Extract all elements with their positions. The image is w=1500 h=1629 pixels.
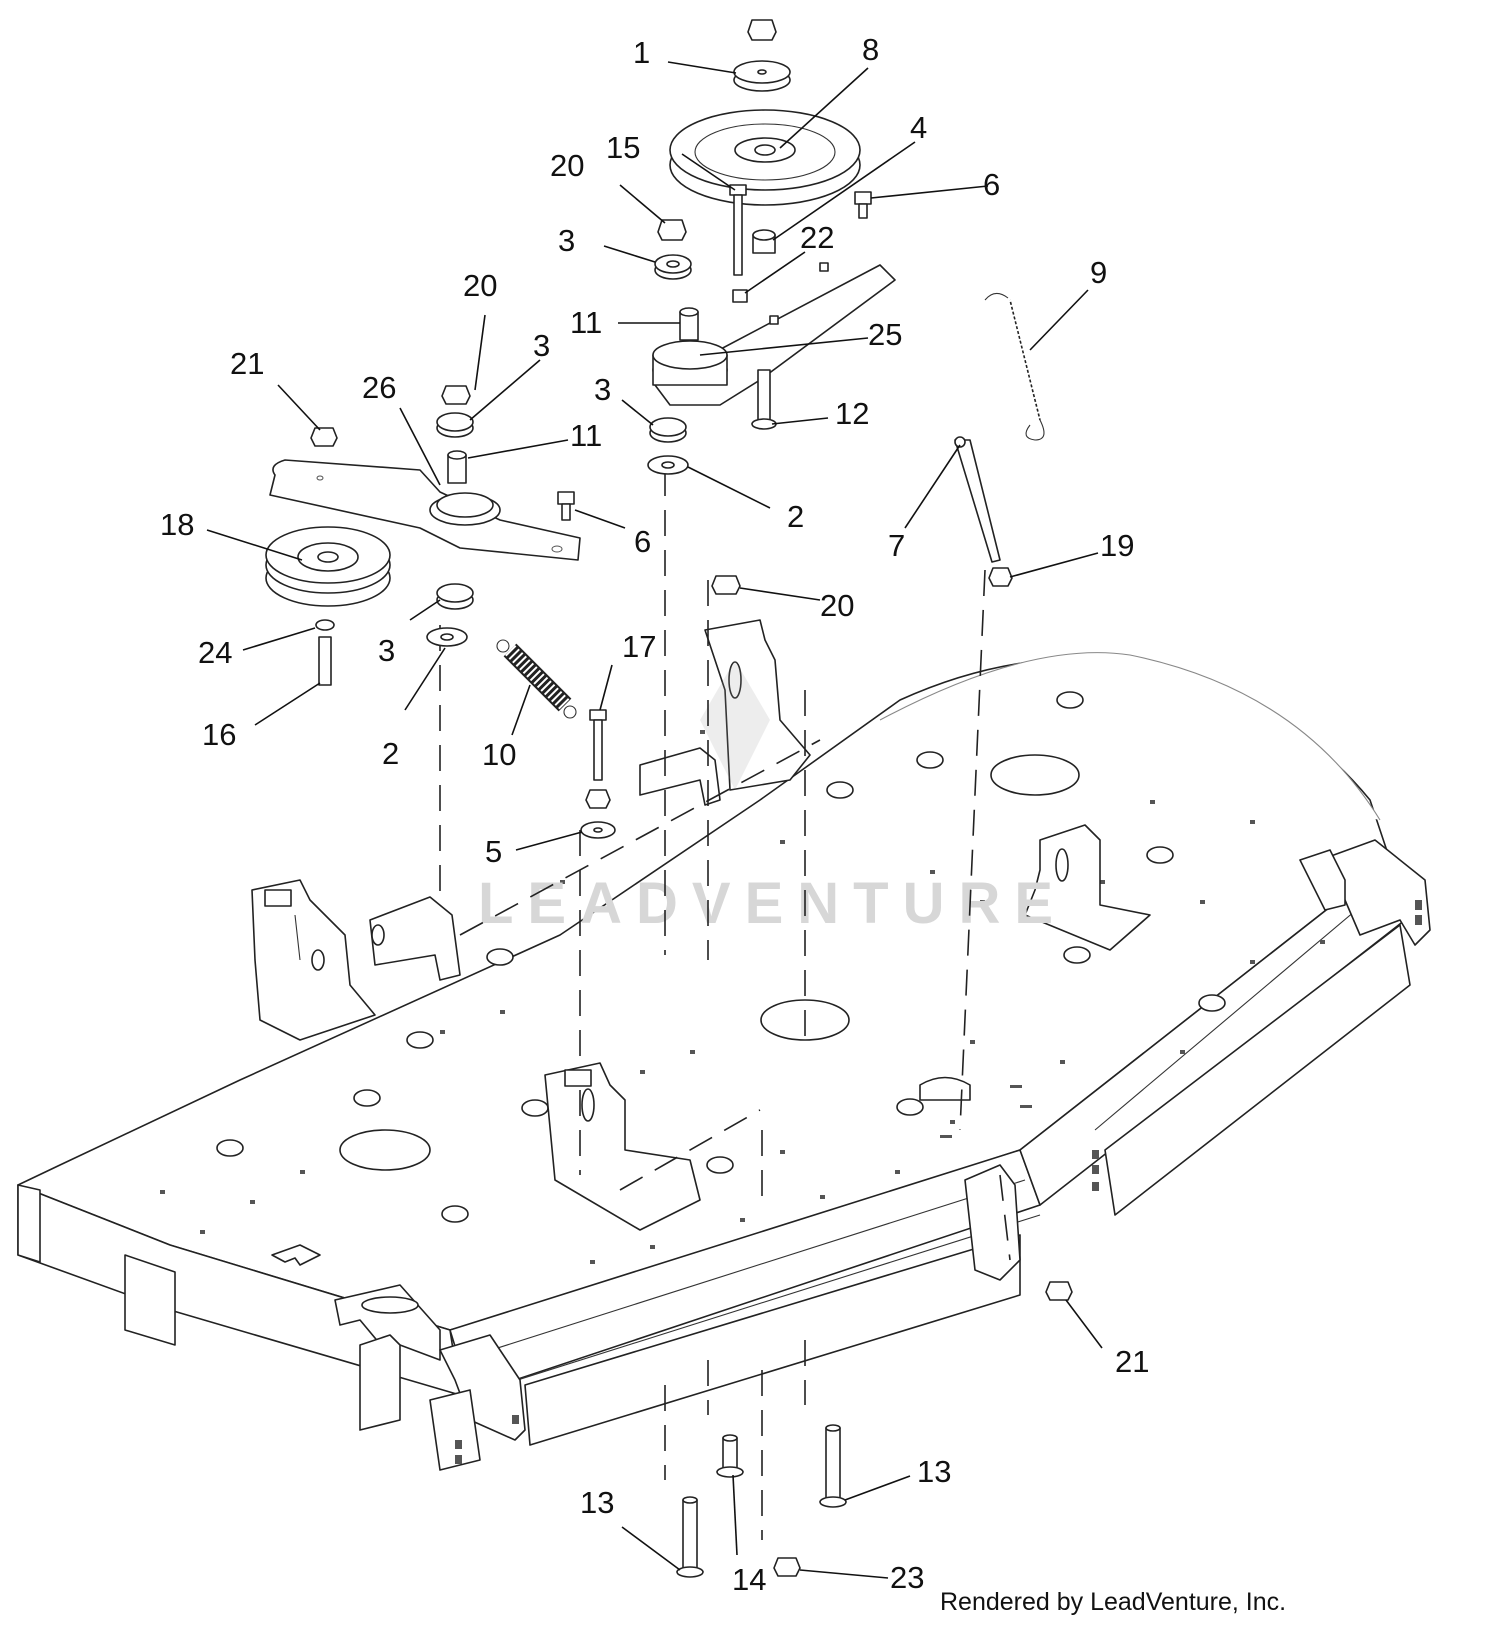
callout-21: 21 (230, 346, 264, 381)
callout-3: 3 (594, 372, 611, 407)
callout-10: 10 (482, 737, 516, 772)
watermark-logo (700, 660, 770, 790)
spacer-11-right (679, 307, 699, 341)
callout-16: 16 (202, 717, 236, 752)
callout-1: 1 (633, 35, 650, 70)
bolt-6-left (557, 491, 575, 521)
callout-13: 13 (917, 1454, 951, 1489)
callout-23: 23 (890, 1560, 924, 1595)
bolt-15 (729, 184, 747, 276)
rod-7 (954, 436, 1001, 563)
callout-6: 6 (634, 524, 651, 559)
bearing-3-upper-left (436, 412, 474, 438)
callout-5: 5 (485, 834, 502, 869)
callout-20: 20 (463, 268, 497, 303)
nut-20-upper-left (441, 385, 471, 405)
nut-21-lower (1045, 1281, 1073, 1301)
spring-9 (984, 292, 1047, 441)
watermark-text: LEADVENTURE (478, 871, 1067, 936)
spacer-11-left (447, 450, 467, 484)
callout-8: 8 (862, 32, 879, 67)
callout-15: 15 (606, 130, 640, 165)
callout-2: 2 (787, 499, 804, 534)
callout-3: 3 (533, 328, 550, 363)
nut-top (747, 19, 777, 41)
idler-pulley-8 (669, 109, 861, 206)
nut-23 (773, 1557, 801, 1577)
callout-11: 11 (570, 418, 602, 453)
callout-7: 7 (888, 528, 905, 563)
callout-25: 25 (868, 317, 902, 352)
spacer-1 (733, 60, 791, 92)
callout-19: 19 (1100, 528, 1134, 563)
nut-21-upper (310, 427, 338, 447)
callout-20: 20 (550, 148, 584, 183)
callout-9: 9 (1090, 255, 1107, 290)
callout-3: 3 (558, 223, 575, 258)
callout-20: 20 (820, 588, 854, 623)
washer-2-right (647, 455, 689, 475)
nut-22 (732, 289, 748, 303)
callout-14: 14 (732, 1562, 766, 1597)
callout-4: 4 (910, 110, 927, 145)
callout-18: 18 (160, 507, 194, 542)
washer-2-left (426, 627, 468, 647)
bolt-6-right (854, 191, 872, 219)
nut-17 (585, 789, 611, 809)
callout-6: 6 (983, 167, 1000, 202)
bearing-3-lower-right (649, 417, 687, 443)
pin-13-left (676, 1496, 704, 1578)
assembly-lines (439, 470, 1011, 1540)
bolt-16 (318, 636, 332, 686)
callout-2: 2 (382, 736, 399, 771)
callout-17: 17 (622, 629, 656, 664)
pulley-18 (265, 526, 391, 607)
callout-21: 21 (1115, 1344, 1149, 1379)
mower-deck (17, 619, 1431, 1471)
nut-19 (988, 567, 1013, 587)
pin-12 (751, 369, 777, 430)
bearing-3-lower-left (436, 583, 474, 610)
idler-arm-25 (652, 262, 896, 406)
pin-14 (716, 1434, 744, 1478)
callout-3: 3 (378, 633, 395, 668)
leader-lines (206, 61, 1103, 1579)
callout-24: 24 (198, 635, 232, 670)
idler-arm-26 (269, 459, 581, 561)
washer-24 (315, 619, 335, 631)
render-credit: Rendered by LeadVenture, Inc. (940, 1588, 1287, 1616)
callout-13: 13 (580, 1485, 614, 1520)
callout-22: 22 (800, 220, 834, 255)
bushing-4 (752, 229, 776, 254)
nut-20-center (711, 575, 741, 595)
callout-11: 11 (570, 305, 602, 340)
spring-10 (496, 639, 577, 719)
bearing-3-upper-right (654, 254, 692, 280)
callout-12: 12 (835, 396, 869, 431)
bolt-17 (589, 709, 607, 781)
pin-13-right (819, 1424, 847, 1508)
nut-20-upper-right (657, 219, 687, 241)
washer-5 (580, 821, 616, 839)
callout-labels: 1 8 15 4 20 6 3 22 9 11 25 20 3 21 26 3 … (160, 32, 1149, 1597)
callout-26: 26 (362, 370, 396, 405)
